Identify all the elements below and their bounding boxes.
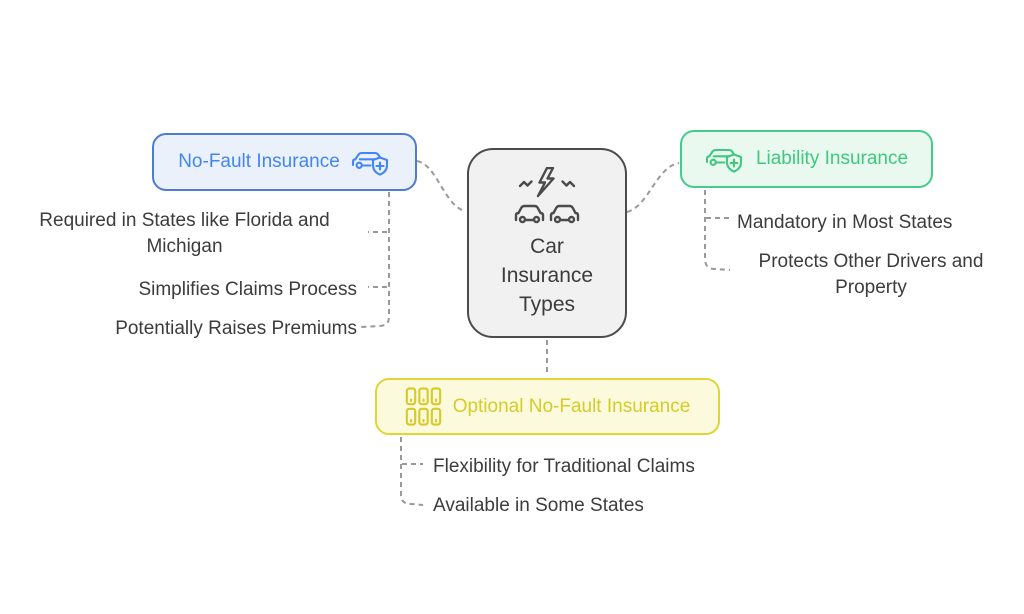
center-node-label: Car Insurance Types (501, 232, 593, 319)
car-collision-icon (514, 167, 580, 224)
cards-grid-icon (405, 386, 441, 426)
center-label-line-1: Car (530, 235, 564, 258)
connector-nofault-to-center (416, 160, 465, 212)
car-shield-plus-icon (351, 151, 388, 176)
branch-node-optional-no-fault-insurance: Optional No-Fault Insurance (375, 378, 720, 435)
branch-item-text: Potentially Raises Premiums (115, 318, 357, 339)
branch-node-label: Optional No-Fault Insurance (452, 395, 691, 417)
branch-item-text: Required in States like Florida and Mich… (39, 210, 330, 257)
branch-item-text: Simplifies Claims Process (138, 279, 357, 300)
connector-optional-branch (400, 437, 424, 506)
center-node-car-insurance-types: Car Insurance Types (467, 148, 627, 338)
branch-node-no-fault-insurance: No-Fault Insurance (152, 133, 417, 191)
center-label-line-2: Insurance (500, 264, 594, 287)
branch-item-text: Flexibility for Traditional Claims (433, 456, 695, 477)
connector-liability-branch (704, 190, 731, 271)
branch-node-liability-insurance: Liability Insurance (680, 130, 933, 188)
center-label-line-3: Types (518, 293, 575, 316)
connector-center-to-liability (626, 162, 680, 213)
branch-item-text: Available in Some States (433, 495, 644, 516)
branch-node-label: No-Fault Insurance (178, 151, 340, 172)
branch-item-text: Mandatory in Most States (737, 212, 953, 233)
car-shield-plus-icon (705, 148, 743, 173)
connector-nofault-branch (360, 192, 390, 328)
branch-node-label: Liability Insurance (755, 148, 909, 169)
branch-item-text: Protects Other Drivers and Property (758, 251, 984, 298)
